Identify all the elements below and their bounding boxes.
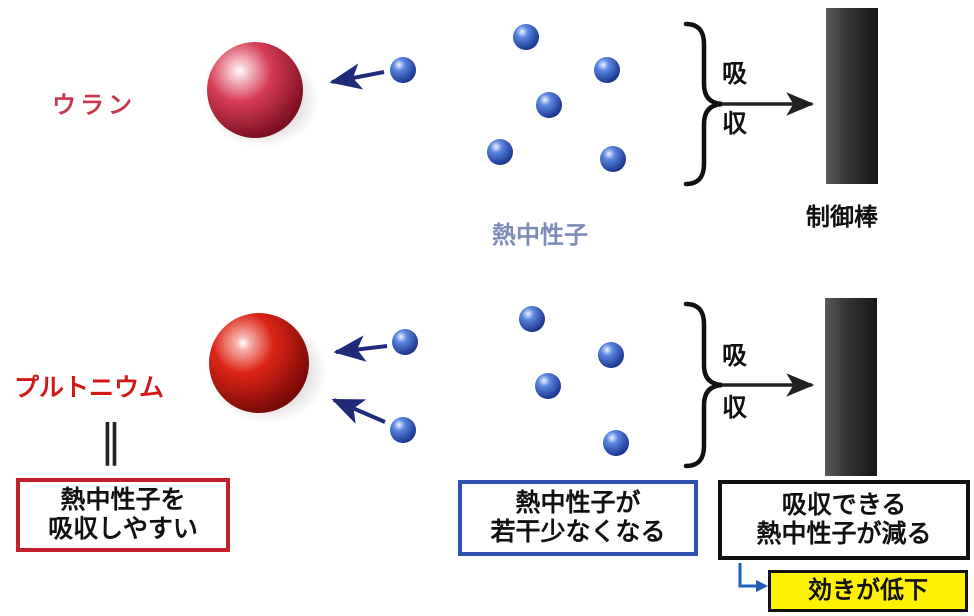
neutron (519, 306, 545, 332)
bottom-control-rod (825, 298, 877, 476)
result-label: 効きが低下 (808, 576, 928, 605)
top-absorb-char-1: 吸 (722, 59, 748, 88)
top-absorb-char-2: 収 (722, 109, 748, 138)
neutron (513, 24, 539, 50)
neutron (594, 57, 620, 83)
neutron (600, 146, 626, 172)
rod-absorption-box: 吸収できる 熱中性子が減る (718, 480, 970, 560)
uranium-nucleus (207, 42, 303, 138)
neutron (536, 92, 562, 118)
neutrons-box-line-1: 熱中性子が (515, 488, 641, 518)
neutron (598, 342, 624, 368)
uranium-label: ウラン (52, 91, 136, 119)
top-control-rod (826, 8, 878, 184)
neutron (535, 373, 561, 399)
bottom-brace (683, 301, 723, 469)
plutonium-label: プルトニウム (14, 373, 165, 402)
bottom-absorb-char-2: 収 (722, 393, 748, 422)
control-rod-label: 制御棒 (806, 203, 878, 231)
rod-box-line-2: 熱中性子が減る (756, 519, 932, 548)
arrow-neutron-to-plutonium-1 (333, 335, 388, 362)
result-connector-arrowhead (756, 580, 768, 592)
neutron (487, 139, 513, 165)
neutron (603, 430, 629, 456)
arrow-neutron-to-uranium (329, 63, 385, 90)
result-box: 効きが低下 (768, 570, 968, 612)
bottom-neutrons (390, 306, 629, 456)
result-connector-arrow (738, 563, 758, 588)
plutonium-nucleus (209, 313, 309, 413)
equals-mark: ‖ (100, 415, 122, 466)
neutrons-decrease-box: 熱中性子が 若干少なくなる (458, 480, 698, 556)
neutron (392, 329, 418, 355)
neutrons-label: 熱中性子 (492, 221, 588, 249)
neutron (390, 417, 416, 443)
plutonium-box-line-2: 吸収しやすい (48, 514, 198, 543)
top-brace (683, 21, 723, 187)
plutonium-box-line-1: 熱中性子を (60, 485, 186, 515)
top-neutrons (390, 24, 626, 172)
neutron (390, 57, 416, 83)
bottom-absorb-char-1: 吸 (722, 341, 748, 370)
rod-box-line-1: 吸収できる (781, 490, 907, 520)
neutrons-box-line-2: 若干少なくなる (490, 517, 666, 546)
plutonium-property-box: 熱中性子を 吸収しやすい (16, 478, 230, 552)
arrow-neutron-to-plutonium-2 (331, 398, 386, 424)
